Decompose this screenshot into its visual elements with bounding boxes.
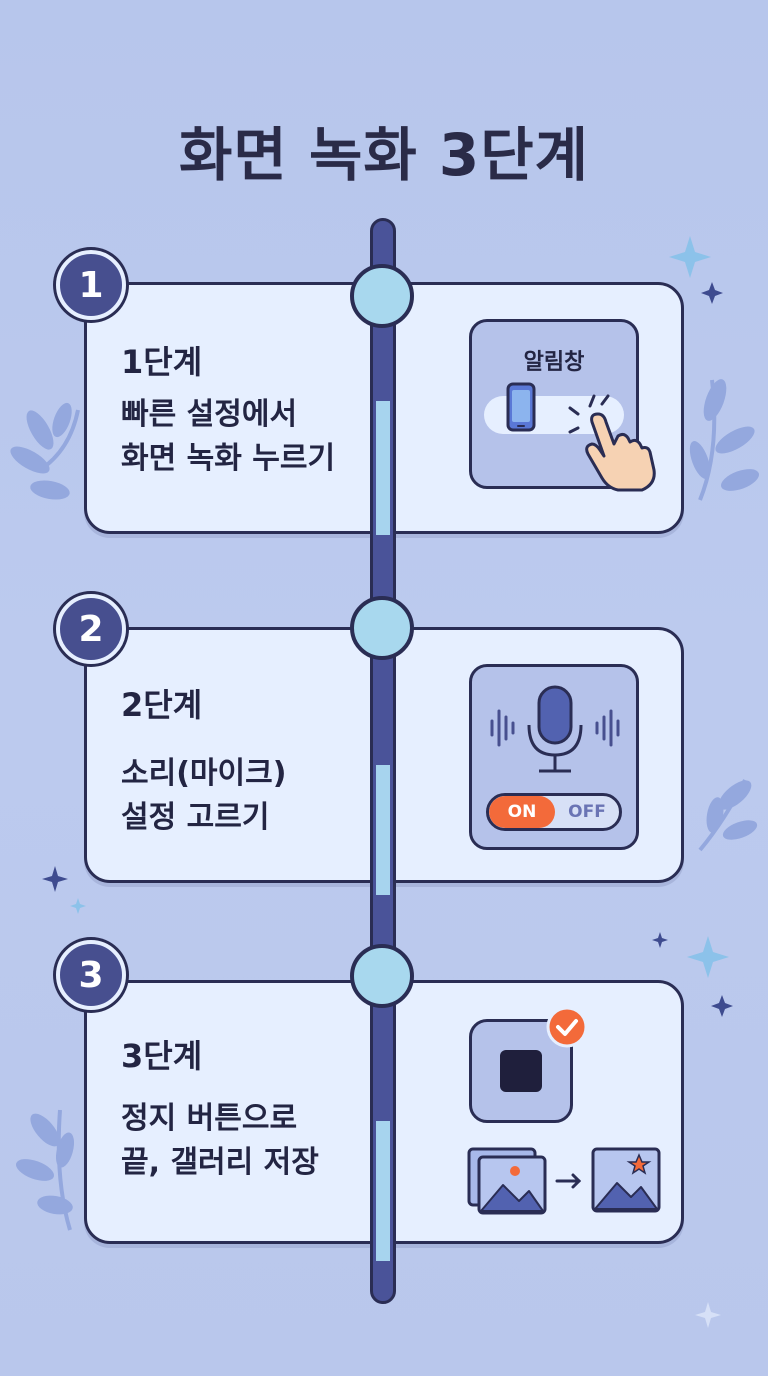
step-description: 빠른 설정에서 화면 녹화 누르기 xyxy=(121,393,335,481)
timeline-segment xyxy=(376,401,390,535)
notification-label: 알림창 xyxy=(523,350,585,375)
notification-shade-illustration: 알림창 xyxy=(469,319,656,492)
microphone-setting-illustration: ON OFF xyxy=(469,664,639,850)
sound-wave-icon xyxy=(490,709,620,747)
step-description-line: 정지 버튼으로 xyxy=(121,1101,298,1136)
phone-icon xyxy=(506,382,536,432)
gallery-image-icon xyxy=(467,1147,547,1215)
tap-hand-icon xyxy=(568,394,656,492)
toggle-off-label: OFF xyxy=(568,802,606,822)
mic-toggle-switch[interactable]: ON OFF xyxy=(486,793,622,831)
step-number-badge: 3 xyxy=(56,940,126,1010)
step-description-line: 끝, 갤러리 저장 xyxy=(121,1145,319,1180)
step-heading: 2단계 xyxy=(121,686,203,724)
step-description-line: 화면 녹화 누르기 xyxy=(121,441,336,476)
step-number-badge: 1 xyxy=(56,250,126,320)
step-description: 정지 버튼으로 끝, 갤러리 저장 xyxy=(121,1097,319,1185)
microphone-icon xyxy=(490,685,620,773)
step-description-line: 설정 고르기 xyxy=(121,800,270,835)
gallery-save-illustration xyxy=(467,1147,661,1215)
page-title: 화면 녹화 3단계 xyxy=(179,121,589,189)
check-icon xyxy=(546,1006,588,1048)
timeline-node xyxy=(350,596,414,660)
step-description: 소리(마이크) 설정 고르기 xyxy=(121,752,286,840)
timeline-node xyxy=(350,944,414,1008)
step-description-line: 소리(마이크) xyxy=(121,756,287,791)
leaf-branch-right-mid xyxy=(698,779,758,852)
timeline-track xyxy=(370,218,396,1304)
leaf-branch-right-top xyxy=(689,379,760,501)
arrow-right-icon xyxy=(555,1173,582,1189)
stop-icon xyxy=(500,1050,542,1092)
step-description-line: 빠른 설정에서 xyxy=(121,397,298,432)
timeline-segment xyxy=(376,1121,390,1261)
toggle-on-label: ON xyxy=(489,796,555,828)
timeline-segment xyxy=(376,765,390,895)
leaf-branch-left-bottom xyxy=(15,1109,75,1231)
saved-image-icon xyxy=(591,1147,661,1213)
step-heading: 1단계 xyxy=(121,343,203,381)
timeline-node xyxy=(350,264,414,328)
step-heading: 3단계 xyxy=(121,1037,203,1075)
step-number-badge: 2 xyxy=(56,594,126,664)
leaf-branch-left-top xyxy=(10,402,80,500)
